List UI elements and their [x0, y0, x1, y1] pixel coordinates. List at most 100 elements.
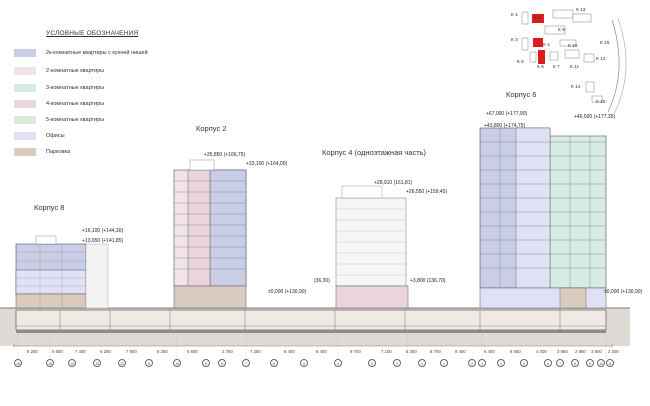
- legend-label: 2-комнатные квартиры: [46, 68, 105, 74]
- dimension-value: 3 900: [591, 349, 602, 354]
- axis-marker: 16: [14, 359, 22, 367]
- site-plan-label: К 3: [511, 38, 518, 43]
- elevation-label: +13,650 (+141,85): [82, 238, 124, 244]
- site-plan: [521, 9, 627, 115]
- dimension-value: 3 950: [557, 349, 568, 354]
- axis-marker: 4: [497, 359, 505, 367]
- axis-marker: 11: [606, 359, 614, 367]
- axis-marker: 4: [334, 359, 342, 367]
- axis-marker: 14: [68, 359, 76, 367]
- dimension-value: 6 250: [100, 349, 111, 354]
- dimension-value: 2 200: [608, 349, 619, 354]
- elevation-label: (36,30): [314, 278, 330, 284]
- elevation-label: +16,100 (+144,30): [82, 228, 124, 234]
- legend-swatch: [14, 100, 36, 108]
- axis-marker: 15: [46, 359, 54, 367]
- axis-marker: 5: [300, 359, 308, 367]
- legend-swatch: [14, 116, 36, 124]
- dimension-value: 9 700: [350, 349, 361, 354]
- building-korpus-6: [479, 127, 607, 309]
- site-plan-label: К 9: [558, 28, 565, 33]
- site-plan-label: К 13: [576, 8, 586, 13]
- dimension-value: 2 750: [222, 349, 233, 354]
- site-plan-label: К 4: [543, 43, 550, 48]
- dimension-value: 4 000: [536, 349, 547, 354]
- legend-label: 5-комнатные квартиры: [46, 117, 105, 123]
- elevation-label: +28,910 (161,81): [374, 180, 413, 186]
- site-plan-label: К 12: [596, 57, 606, 62]
- dimension-value: 6 600: [187, 349, 198, 354]
- axis-marker: 6: [270, 359, 278, 367]
- dimension-value: 6 400: [484, 349, 495, 354]
- legend-label: Офисы: [46, 133, 65, 139]
- building-korpus-8: [15, 235, 109, 309]
- dimension-value: 8 400: [316, 349, 327, 354]
- axis-marker: 7: [556, 359, 564, 367]
- dimension-value: 7 250: [250, 349, 261, 354]
- site-plan-label: К 7: [553, 65, 560, 70]
- site-plan-label: К 15: [596, 100, 606, 105]
- dimension-value: 7 400: [75, 349, 86, 354]
- building-korpus-4: [335, 185, 409, 309]
- elevation-label: ±0,000 (+130,90): [268, 289, 307, 295]
- dimension-value: 8 400: [284, 349, 295, 354]
- legend-swatch: [14, 132, 36, 140]
- axis-marker: 8: [571, 359, 579, 367]
- axis-marker: 2: [468, 359, 476, 367]
- axis-marker: 9: [202, 359, 210, 367]
- korpus-8-title: Корпус 8: [34, 203, 65, 212]
- site-plan-label: К 10: [568, 44, 578, 49]
- axis-marker: 13: [93, 359, 101, 367]
- korpus-4-title: Корпус 4 (одноэтажная часть): [322, 148, 427, 157]
- elevation-label: +46,500 (+177,35): [574, 114, 616, 120]
- elevation-label: ±0,000 (+130,90): [604, 289, 643, 295]
- elevation-label: +3,800 (136,70): [410, 278, 446, 284]
- elevation-label: +35,850 (+166,75): [204, 152, 246, 158]
- dimension-value: 7 100: [381, 349, 392, 354]
- dimension-value: 6 650: [510, 349, 521, 354]
- dimension-value: 8 250: [27, 349, 38, 354]
- legend-label: 3-комнатные квартиры: [46, 85, 105, 91]
- axis-marker: 1: [418, 359, 426, 367]
- axis-marker: 3: [478, 359, 486, 367]
- axis-marker: 9: [586, 359, 594, 367]
- site-plan-label: К 2: [534, 16, 541, 21]
- site-plan-label: К 5: [517, 60, 524, 65]
- dimension-value: 7 800: [126, 349, 137, 354]
- site-plan-label: К 1: [511, 13, 518, 18]
- axis-marker: 11: [145, 359, 153, 367]
- legend-label: 4-комнатные квартиры: [46, 101, 105, 107]
- elevation-label: +67,000 (+177,90): [486, 111, 528, 117]
- parking-columns: [59, 310, 561, 330]
- axis-marker: 2: [393, 359, 401, 367]
- legend-label: Парковка: [46, 149, 71, 155]
- underground-parking: [15, 309, 607, 331]
- dimension-value: 8 400: [455, 349, 466, 354]
- legend-swatch: [14, 67, 36, 75]
- site-plan-label: К 6: [537, 65, 544, 70]
- elevation-label: +43,800 (+174,75): [484, 123, 526, 129]
- axis-marker: 10: [597, 359, 605, 367]
- korpus-2-title: Корпус 2: [196, 124, 227, 133]
- axis-marker: 3: [368, 359, 376, 367]
- axis-marker: 6: [544, 359, 552, 367]
- axis-marker: 12: [118, 359, 126, 367]
- legend-swatch: [14, 148, 36, 156]
- dimension-value: 6 300: [406, 349, 417, 354]
- dimension-value: 6 600: [52, 349, 63, 354]
- site-plan-label: К 14: [571, 85, 581, 90]
- axis-marker: 5: [520, 359, 528, 367]
- dimension-value: 6 700: [430, 349, 441, 354]
- building-korpus-2: [173, 159, 247, 309]
- dimension-value: 8 250: [157, 349, 168, 354]
- axis-marker: 7: [242, 359, 250, 367]
- elevation-label: +33,100 (+164,00): [246, 161, 288, 167]
- foundation-slab: [16, 330, 606, 333]
- site-plan-label: К 16: [600, 41, 610, 46]
- legend-swatch: [14, 84, 36, 92]
- legend-label: 2к-комнатные квартиры с кухней нишей: [46, 50, 148, 56]
- axis-marker: 1: [440, 359, 448, 367]
- dimension-value: 2 950: [575, 349, 586, 354]
- elevation-label: +26,550 (+159,45): [406, 189, 448, 195]
